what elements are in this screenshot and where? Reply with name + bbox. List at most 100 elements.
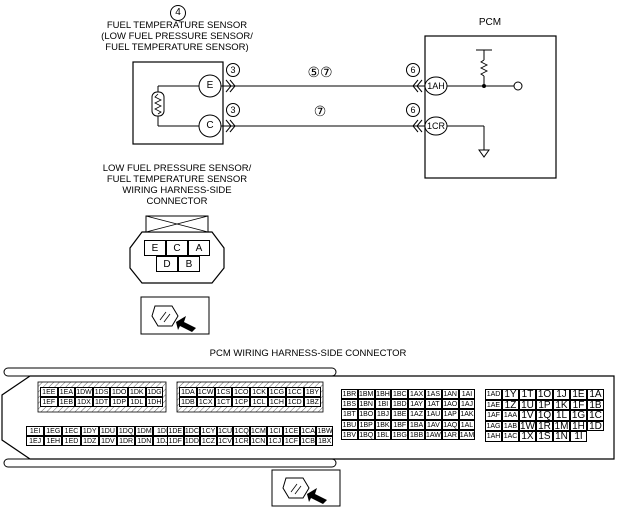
- pcm-pin-1az: 1AZ: [408, 409, 425, 420]
- pcm-pin-1bx: 1BX: [316, 436, 333, 446]
- pcm-pin-1da: 1DA: [179, 387, 197, 397]
- pcm-pin-1j: 1J: [553, 389, 570, 400]
- harness-label-line-4: CONNECTOR: [146, 196, 208, 207]
- pcm-pin-1dw: 1DW: [75, 387, 93, 397]
- pcm-pin-1dx: 1DX: [75, 397, 93, 407]
- pcm-pin-1cj: 1CJ: [266, 436, 284, 446]
- pcm-pin-1eh: 1EH: [44, 436, 63, 446]
- pcm-pin-1d: 1D: [587, 420, 604, 432]
- pcm-pin-1cg: 1CG: [268, 387, 286, 397]
- pcm-pin-1eg: 1EG: [44, 426, 63, 436]
- pcm-pin-1ci: 1CI: [266, 426, 284, 436]
- pcm-pin-1ed: 1ED: [62, 436, 81, 446]
- pcm-pin-1dm: 1DM: [135, 426, 154, 436]
- pcm-pin-1dk: 1DK: [128, 387, 146, 397]
- pcm-pin-1t: 1T: [519, 389, 536, 400]
- pcm-pin-1ah: 1AH: [485, 431, 502, 442]
- pcm-pin-1ak: 1AK: [458, 409, 476, 420]
- pcm-pin-1bl: 1BL: [374, 429, 392, 440]
- pcm-pin-1w: 1W: [519, 420, 536, 432]
- pcm-pin-1br: 1BR: [341, 389, 358, 400]
- pcm-pin-1cc: 1CC: [285, 387, 304, 397]
- pcm-pin-1cw: 1CW: [196, 387, 215, 397]
- pcm-pin-1bc: 1BC: [391, 389, 409, 400]
- pcm-pin-1l: 1L: [553, 410, 570, 421]
- sensor-connector-mark-top: 3: [226, 63, 240, 77]
- pcm-pin-1cf: 1CF: [283, 436, 300, 446]
- pcm-terminal-1ah: 1AH: [427, 81, 445, 91]
- pcm-pin-1g: 1G: [570, 410, 587, 421]
- pcm-pin-1bj: 1BJ: [374, 409, 392, 420]
- pcm-pin-1q: 1Q: [536, 410, 553, 421]
- pcm-pin-1b: 1B: [587, 399, 604, 411]
- pcm-pin-1aw: 1AW: [425, 429, 442, 440]
- pcm-pin-1c: 1C: [587, 410, 604, 421]
- pcm-pin-1dg: 1DG: [145, 387, 164, 397]
- harness-label-line-1: LOW FUEL PRESSURE SENSOR/: [102, 163, 252, 174]
- sensor-connector-mark-bottom: 3: [226, 103, 240, 117]
- harness-label-line-3: WIRING HARNESS-SIDE: [122, 185, 232, 196]
- pcm-pin-1av: 1AV: [425, 419, 442, 430]
- pcm-pin-1ad: 1AD: [485, 389, 502, 400]
- harness-pin-b: B: [178, 256, 200, 272]
- pcm-pin-1an: 1AN: [441, 389, 459, 400]
- pcm-pin-1aq: 1AQ: [441, 419, 459, 430]
- pcm-pin-1do: 1DO: [110, 387, 128, 397]
- pcm-pin-1cv: 1CV: [216, 436, 234, 446]
- pcm-pin-1bg: 1BG: [391, 429, 409, 440]
- pcm-pin-1s: 1S: [536, 431, 553, 442]
- pcm-pin-1ei: 1EI: [26, 426, 45, 436]
- sensor-terminal-e: E: [206, 80, 214, 91]
- pcm-pin-1bt: 1BT: [341, 409, 358, 420]
- pcm-connector-mark-top: 6: [406, 63, 420, 77]
- pcm-pin-1a: 1A: [587, 389, 604, 400]
- pcm-pin-1cl: 1CL: [250, 397, 268, 407]
- pcm-pin-1ee: 1EE: [40, 387, 58, 397]
- pcm-pin-1f: 1F: [570, 399, 587, 411]
- pcm-pin-1ac: 1AC: [502, 431, 519, 442]
- pcm-pin-1n: 1N: [553, 431, 570, 442]
- pcm-pin-1dd: 1DD: [183, 436, 201, 446]
- pcm-pin-1bk: 1BK: [374, 419, 392, 430]
- pcm-pin-1bp: 1BP: [357, 419, 375, 430]
- pcm-pin-1be: 1BE: [391, 409, 409, 420]
- pcm-pin-1u: 1U: [519, 399, 536, 411]
- pcm-pin-1db: 1DB: [179, 397, 197, 407]
- harness-pin-e: E: [144, 240, 166, 256]
- pcm-pin-1cy: 1CY: [200, 426, 217, 436]
- pcm-pin-1bz: 1BZ: [303, 397, 322, 407]
- pcm-pin-1dr: 1DR: [117, 436, 136, 446]
- pcm-pin-1bi: 1BI: [374, 399, 392, 410]
- pcm-pin-1m: 1M: [553, 420, 570, 432]
- sensor-resistor-icon: [151, 85, 199, 127]
- pcm-pin-1cb: 1CB: [299, 436, 317, 446]
- pcm-pin-1r: 1R: [536, 420, 553, 432]
- pcm-pin-1aj: 1AJ: [458, 399, 476, 410]
- pcm-pin-1bq: 1BQ: [357, 429, 375, 440]
- harness-pin-d: D: [156, 256, 178, 272]
- pcm-pullup-resistor-icon: [479, 59, 489, 77]
- pcm-pin-1i: 1I: [570, 431, 587, 442]
- pcm-pin-1bb: 1BB: [408, 429, 425, 440]
- pcm-pin-1du: 1DU: [98, 426, 117, 436]
- pcm-pin-1ej: 1EJ: [26, 436, 45, 446]
- pcm-pin-1k: 1K: [553, 399, 570, 411]
- pcm-pin-1ds: 1DS: [92, 387, 111, 397]
- pcm-pin-1dy: 1DY: [80, 426, 99, 436]
- pcm-pin-1y: 1Y: [502, 389, 519, 400]
- pcm-pin-1cx: 1CX: [196, 397, 215, 407]
- sensor-label-line-2: (LOW FUEL PRESSURE SENSOR/: [101, 31, 253, 42]
- pcm-pin-1dz: 1DZ: [80, 436, 99, 446]
- pcm-pin-1v: 1V: [519, 410, 536, 421]
- pcm-pin-1ct: 1CT: [214, 397, 233, 407]
- pcm-pin-1e: 1E: [570, 389, 587, 400]
- pcm-pin-1p: 1P: [536, 399, 553, 411]
- pcm-pin-1x: 1X: [519, 431, 536, 442]
- pcm-pin-1ap: 1AP: [441, 409, 459, 420]
- pcm-pin-1at: 1AT: [425, 399, 442, 410]
- sensor-terminal-c: C: [206, 120, 214, 131]
- pcm-pin-1ae: 1AE: [485, 399, 502, 411]
- pcm-pin-1cm: 1CM: [250, 426, 267, 436]
- pcm-pin-1bo: 1BO: [357, 409, 375, 420]
- pcm-pin-1ca: 1CA: [299, 426, 317, 436]
